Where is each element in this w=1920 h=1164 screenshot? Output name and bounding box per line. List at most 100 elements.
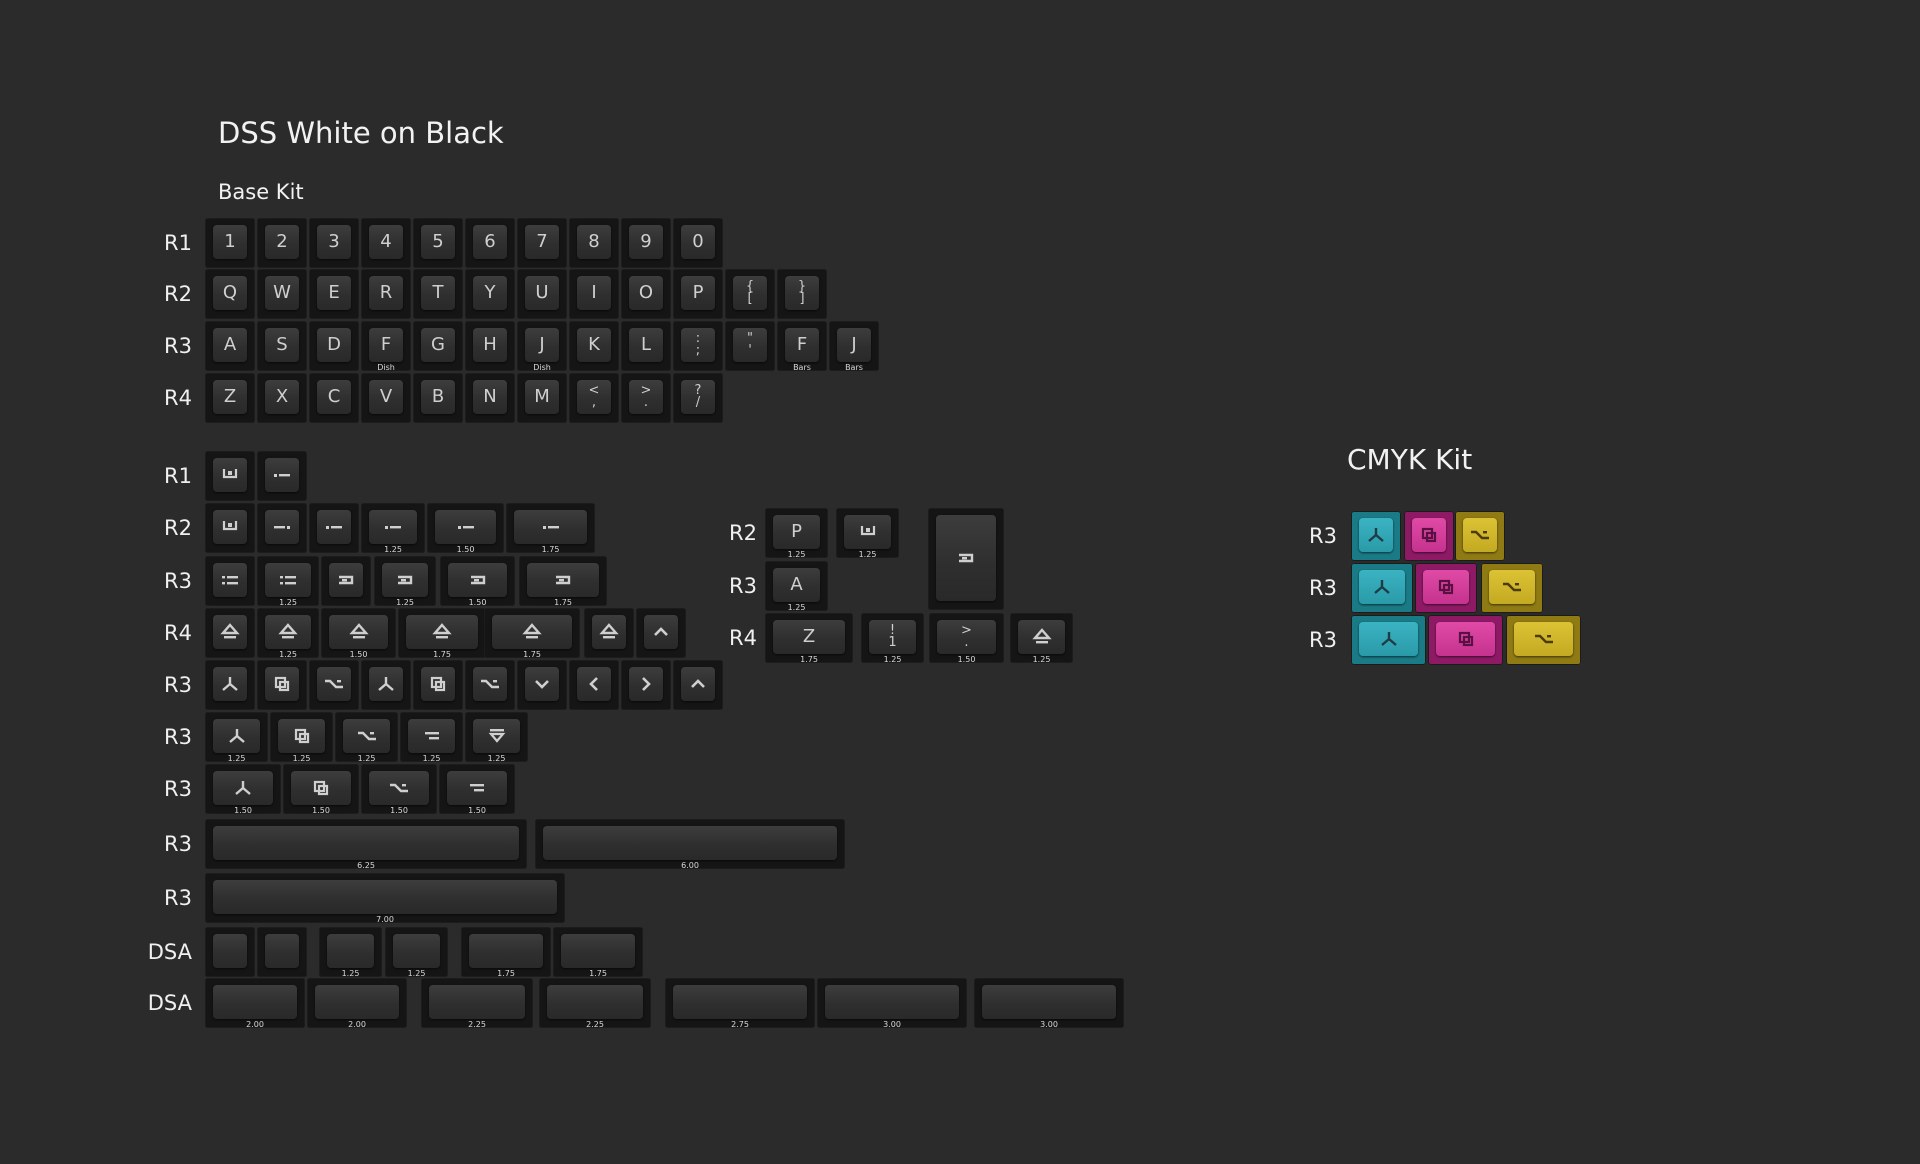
key-size-label: 2.25	[586, 1020, 604, 1029]
keycap-top	[469, 934, 543, 968]
keycap-top: >.	[937, 620, 996, 654]
keycap: 8	[569, 218, 619, 268]
keycap	[517, 660, 567, 710]
key-legend: P	[791, 521, 802, 542]
cmd-icon	[1454, 627, 1478, 651]
key-legend: A	[223, 334, 237, 355]
keycap-top	[213, 934, 247, 968]
keycap-top: :;	[681, 328, 715, 362]
keycap: P	[673, 269, 723, 319]
keycap-top	[317, 510, 351, 544]
keycap: I	[569, 269, 619, 319]
keycap	[636, 608, 686, 658]
keycap-top	[317, 667, 351, 701]
keycap-top: T	[421, 276, 455, 310]
keycap	[205, 608, 255, 658]
keycap-top: {[	[733, 276, 767, 310]
row-label: R1	[164, 464, 192, 488]
keycap-top: F	[785, 328, 819, 362]
key-size-label: 1.25	[227, 754, 246, 763]
keycap	[673, 660, 723, 710]
keycap: 1.75	[519, 556, 607, 607]
keycap-top	[577, 667, 611, 701]
keycap-top: Y	[473, 276, 507, 310]
keycap-top: 4	[369, 225, 403, 259]
shift-icon	[218, 620, 242, 644]
keycap: 5	[413, 218, 463, 268]
key-legend: 5	[432, 231, 444, 252]
keycap: 1.25	[1010, 613, 1073, 664]
keycap-top: C	[317, 380, 351, 414]
backspace-icon	[218, 515, 242, 539]
key-legend: Z	[802, 626, 816, 647]
row-label: R3	[164, 334, 192, 358]
row-label: R3	[164, 777, 192, 801]
keycap: T	[413, 269, 463, 319]
keycap-top: Z	[213, 380, 247, 414]
keycap-top	[369, 510, 417, 544]
keycap-top: D	[317, 328, 351, 362]
keycap-top: N	[473, 380, 507, 414]
keycap: >.1.50	[929, 613, 1004, 664]
key-legend: D	[327, 334, 341, 355]
key-size-label: 1.25	[279, 598, 297, 607]
key-legend-part: 1	[888, 635, 897, 650]
keycap	[205, 503, 255, 553]
key-legend: O	[638, 282, 654, 303]
key-legend: B	[431, 386, 445, 407]
keycap-top	[982, 985, 1116, 1019]
keycap: "'	[725, 321, 775, 371]
row-label: DSA	[147, 991, 192, 1015]
cmd-icon	[426, 672, 450, 696]
keycap: 1.25	[385, 927, 448, 978]
ctrl-icon	[225, 724, 249, 748]
key-size-label: 1.75	[589, 969, 607, 978]
right-icon	[634, 672, 658, 696]
keycap: }]	[777, 269, 827, 319]
keycap-top: W	[265, 276, 299, 310]
key-legend: 2	[276, 231, 288, 252]
key-size-label: 1.25	[422, 754, 441, 763]
keycap-top	[1436, 622, 1495, 656]
keycap: 1.25	[257, 608, 319, 659]
keycap-top	[213, 563, 247, 597]
row-label: R4	[164, 386, 192, 410]
key-size-label: 6.00	[681, 861, 699, 870]
keycap	[361, 660, 411, 710]
keycap-top: R	[369, 276, 403, 310]
key-size-label: 1.25	[384, 545, 402, 554]
keycap-top: 8	[577, 225, 611, 259]
row-label: R3	[164, 569, 192, 593]
keycap: O	[621, 269, 671, 319]
key-legend: K	[588, 334, 600, 355]
key-size-label: 1.50	[468, 806, 486, 815]
key-legend-part: ,	[591, 395, 597, 410]
keycap-top: V	[369, 380, 403, 414]
shift-icon	[276, 620, 300, 644]
keycap: H	[465, 321, 515, 371]
keycap-top	[265, 458, 299, 492]
keycap: 1.25	[270, 712, 333, 763]
keycap: 0	[673, 218, 723, 268]
enter-icon	[466, 568, 490, 592]
keycap: 2	[257, 218, 307, 268]
key-size-label: 1.25	[487, 754, 506, 763]
row-label: R3	[729, 574, 757, 598]
key-sublegend: Bars	[845, 363, 863, 372]
keycap: 7.00	[205, 873, 565, 924]
keycap-top: !1	[869, 620, 916, 654]
key-legend: R	[379, 282, 393, 303]
keycap	[321, 556, 371, 606]
keycap-top	[213, 667, 247, 701]
keycap-top	[327, 934, 374, 968]
keycap: 2.75	[665, 978, 815, 1029]
key-legend-part: '	[748, 343, 752, 358]
key-size-label: 1.75	[800, 655, 818, 664]
keycap-top	[435, 510, 496, 544]
row-label: R4	[729, 626, 757, 650]
keycap: 3.00	[817, 978, 967, 1029]
keycap-top	[527, 563, 599, 597]
